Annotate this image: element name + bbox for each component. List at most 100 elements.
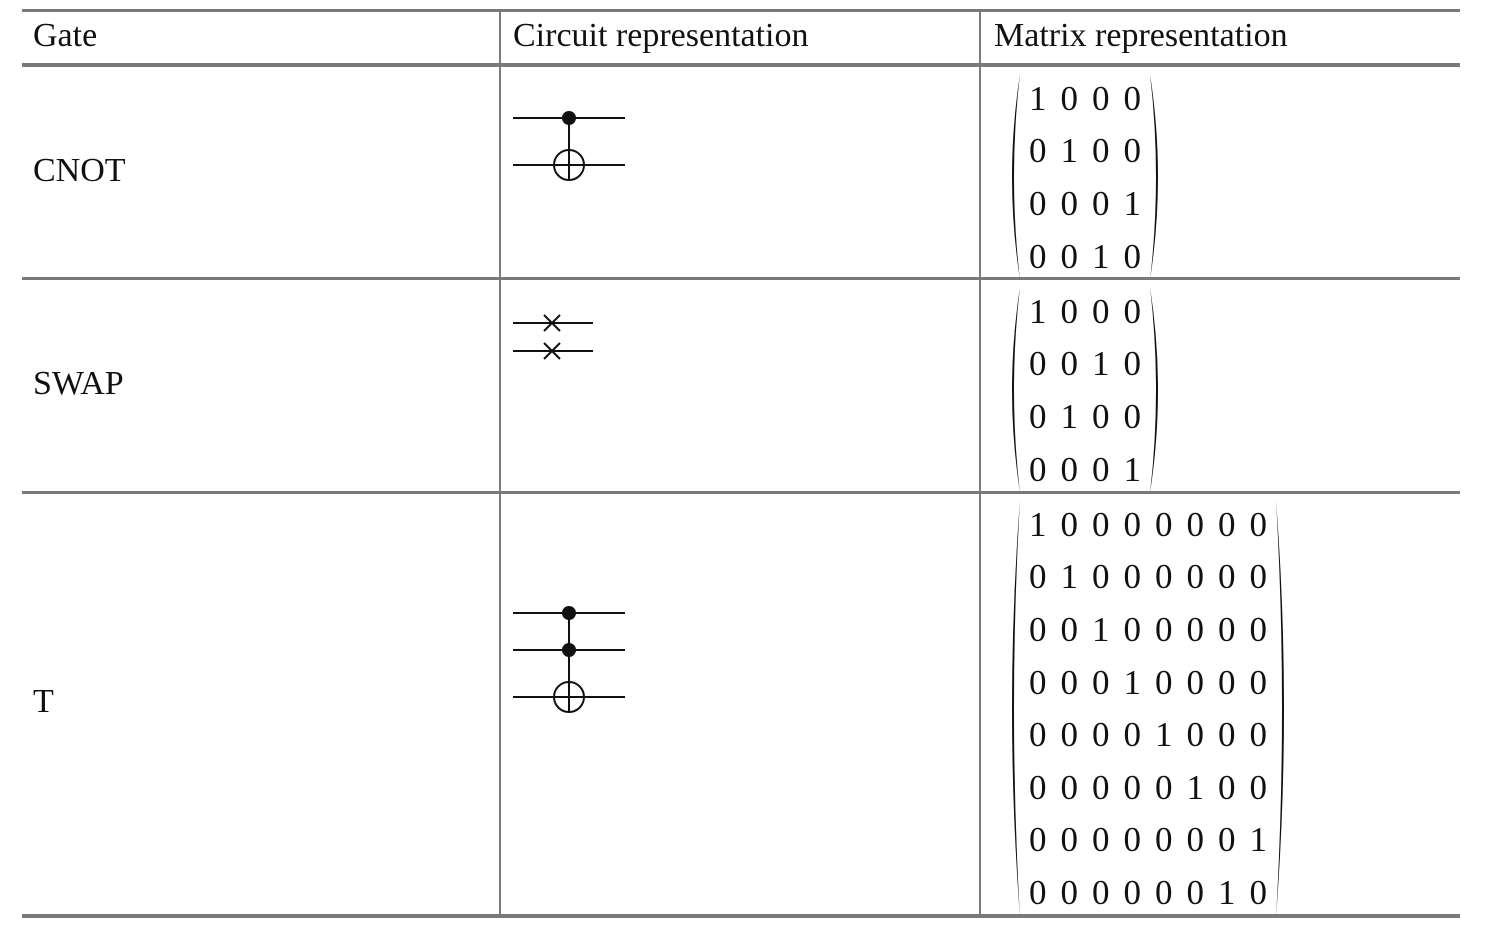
matrix-entry: 0 — [1218, 662, 1236, 702]
matrix-entry: 0 — [1060, 715, 1079, 755]
matrix-entry: 0 — [1249, 872, 1268, 912]
matrix-entry: 0 — [1186, 609, 1205, 649]
matrix-entry: 0 — [1029, 715, 1047, 755]
matrix-entry: 0 — [1123, 344, 1142, 384]
matrix-entry: 0 — [1123, 396, 1142, 436]
matrix-entry: 0 — [1060, 504, 1079, 544]
table-top-rule — [22, 9, 1460, 12]
matrix-entry: 1 — [1155, 715, 1173, 755]
matrix-entry: 0 — [1060, 662, 1079, 702]
matrix-entry: 1 — [1123, 662, 1142, 702]
matrix-entry: 0 — [1186, 504, 1205, 544]
matrix-entry: 0 — [1092, 662, 1110, 702]
toffoli-circuit-icon — [513, 606, 625, 713]
matrix-entry: 0 — [1249, 504, 1268, 544]
matrix-entry: 0 — [1123, 715, 1142, 755]
matrix-entry: 0 — [1092, 131, 1110, 171]
matrix-entry: 1 — [1186, 767, 1205, 807]
matrix-entry: 0 — [1029, 449, 1047, 489]
matrix-entry: 0 — [1123, 609, 1142, 649]
matrix-entry: 1 — [1092, 236, 1110, 276]
matrix-entry: 1 — [1123, 449, 1142, 489]
matrix-entry: 0 — [1060, 609, 1079, 649]
matrix-entry: 0 — [1029, 236, 1047, 276]
matrix-entry: 0 — [1249, 767, 1268, 807]
matrix-entry: 0 — [1029, 183, 1047, 223]
matrix-entry: 0 — [1029, 767, 1047, 807]
matrix-entry: 0 — [1060, 183, 1079, 223]
header-circuit: Circuit representation — [513, 17, 809, 54]
matrix-entry: 0 — [1123, 557, 1142, 597]
matrix-entry: 1 — [1092, 609, 1110, 649]
matrix-entry: 0 — [1155, 557, 1173, 597]
table-bottom-rule — [22, 914, 1460, 918]
matrix-entry: 0 — [1155, 820, 1173, 860]
matrix-entry: 0 — [1218, 820, 1236, 860]
matrix-entry: 0 — [1186, 662, 1205, 702]
matrix-entry: 1 — [1249, 820, 1268, 860]
matrix-entry: 0 — [1249, 609, 1268, 649]
matrix-entry: 0 — [1092, 183, 1110, 223]
matrix-entry: 0 — [1155, 662, 1173, 702]
matrix-entry: 1 — [1060, 396, 1079, 436]
right-paren — [1274, 498, 1294, 919]
matrix-entry: 1 — [1029, 504, 1047, 544]
matrix-entry: 0 — [1249, 662, 1268, 702]
matrix-entry: 0 — [1060, 820, 1079, 860]
matrix-entry: 0 — [1123, 820, 1142, 860]
matrix-entry: 0 — [1029, 872, 1047, 912]
column-separator — [499, 10, 501, 917]
matrix-entry: 0 — [1060, 449, 1079, 489]
header-bottom-rule — [22, 63, 1460, 67]
matrix-entry: 0 — [1155, 504, 1173, 544]
swap-circuit-icon — [513, 314, 593, 360]
matrix-entry: 0 — [1123, 78, 1142, 118]
header-matrix: Matrix representation — [994, 17, 1288, 54]
matrix-entry: 1 — [1029, 291, 1047, 331]
matrix-entry: 0 — [1029, 396, 1047, 436]
matrix-entry: 0 — [1029, 662, 1047, 702]
left-paren — [1002, 498, 1022, 919]
matrix-entry: 0 — [1218, 557, 1236, 597]
matrix-entry: 0 — [1218, 715, 1236, 755]
matrix-entry: 0 — [1029, 344, 1047, 384]
matrix-entry: 0 — [1218, 504, 1236, 544]
matrix-entry: 0 — [1092, 78, 1110, 118]
matrix-entry: 0 — [1060, 344, 1079, 384]
row-divider — [22, 277, 1460, 280]
gate-name-cnot: CNOT — [33, 152, 126, 189]
cnot-circuit-icon — [513, 111, 625, 181]
matrix-entry: 0 — [1123, 131, 1142, 171]
matrix-entry: 0 — [1155, 609, 1173, 649]
matrix-entry: 0 — [1123, 872, 1142, 912]
matrix-entry: 1 — [1029, 78, 1047, 118]
matrix-entry: 0 — [1123, 504, 1142, 544]
matrix-entry: 0 — [1155, 767, 1173, 807]
matrix-entry: 0 — [1123, 236, 1142, 276]
matrix-entry: 0 — [1060, 291, 1079, 331]
matrix-entry: 0 — [1249, 715, 1268, 755]
matrix-entry: 0 — [1186, 820, 1205, 860]
matrix-entry: 1 — [1060, 131, 1079, 171]
matrix-entry: 0 — [1218, 767, 1236, 807]
column-separator — [979, 10, 981, 917]
gate-name-swap: SWAP — [33, 365, 124, 402]
